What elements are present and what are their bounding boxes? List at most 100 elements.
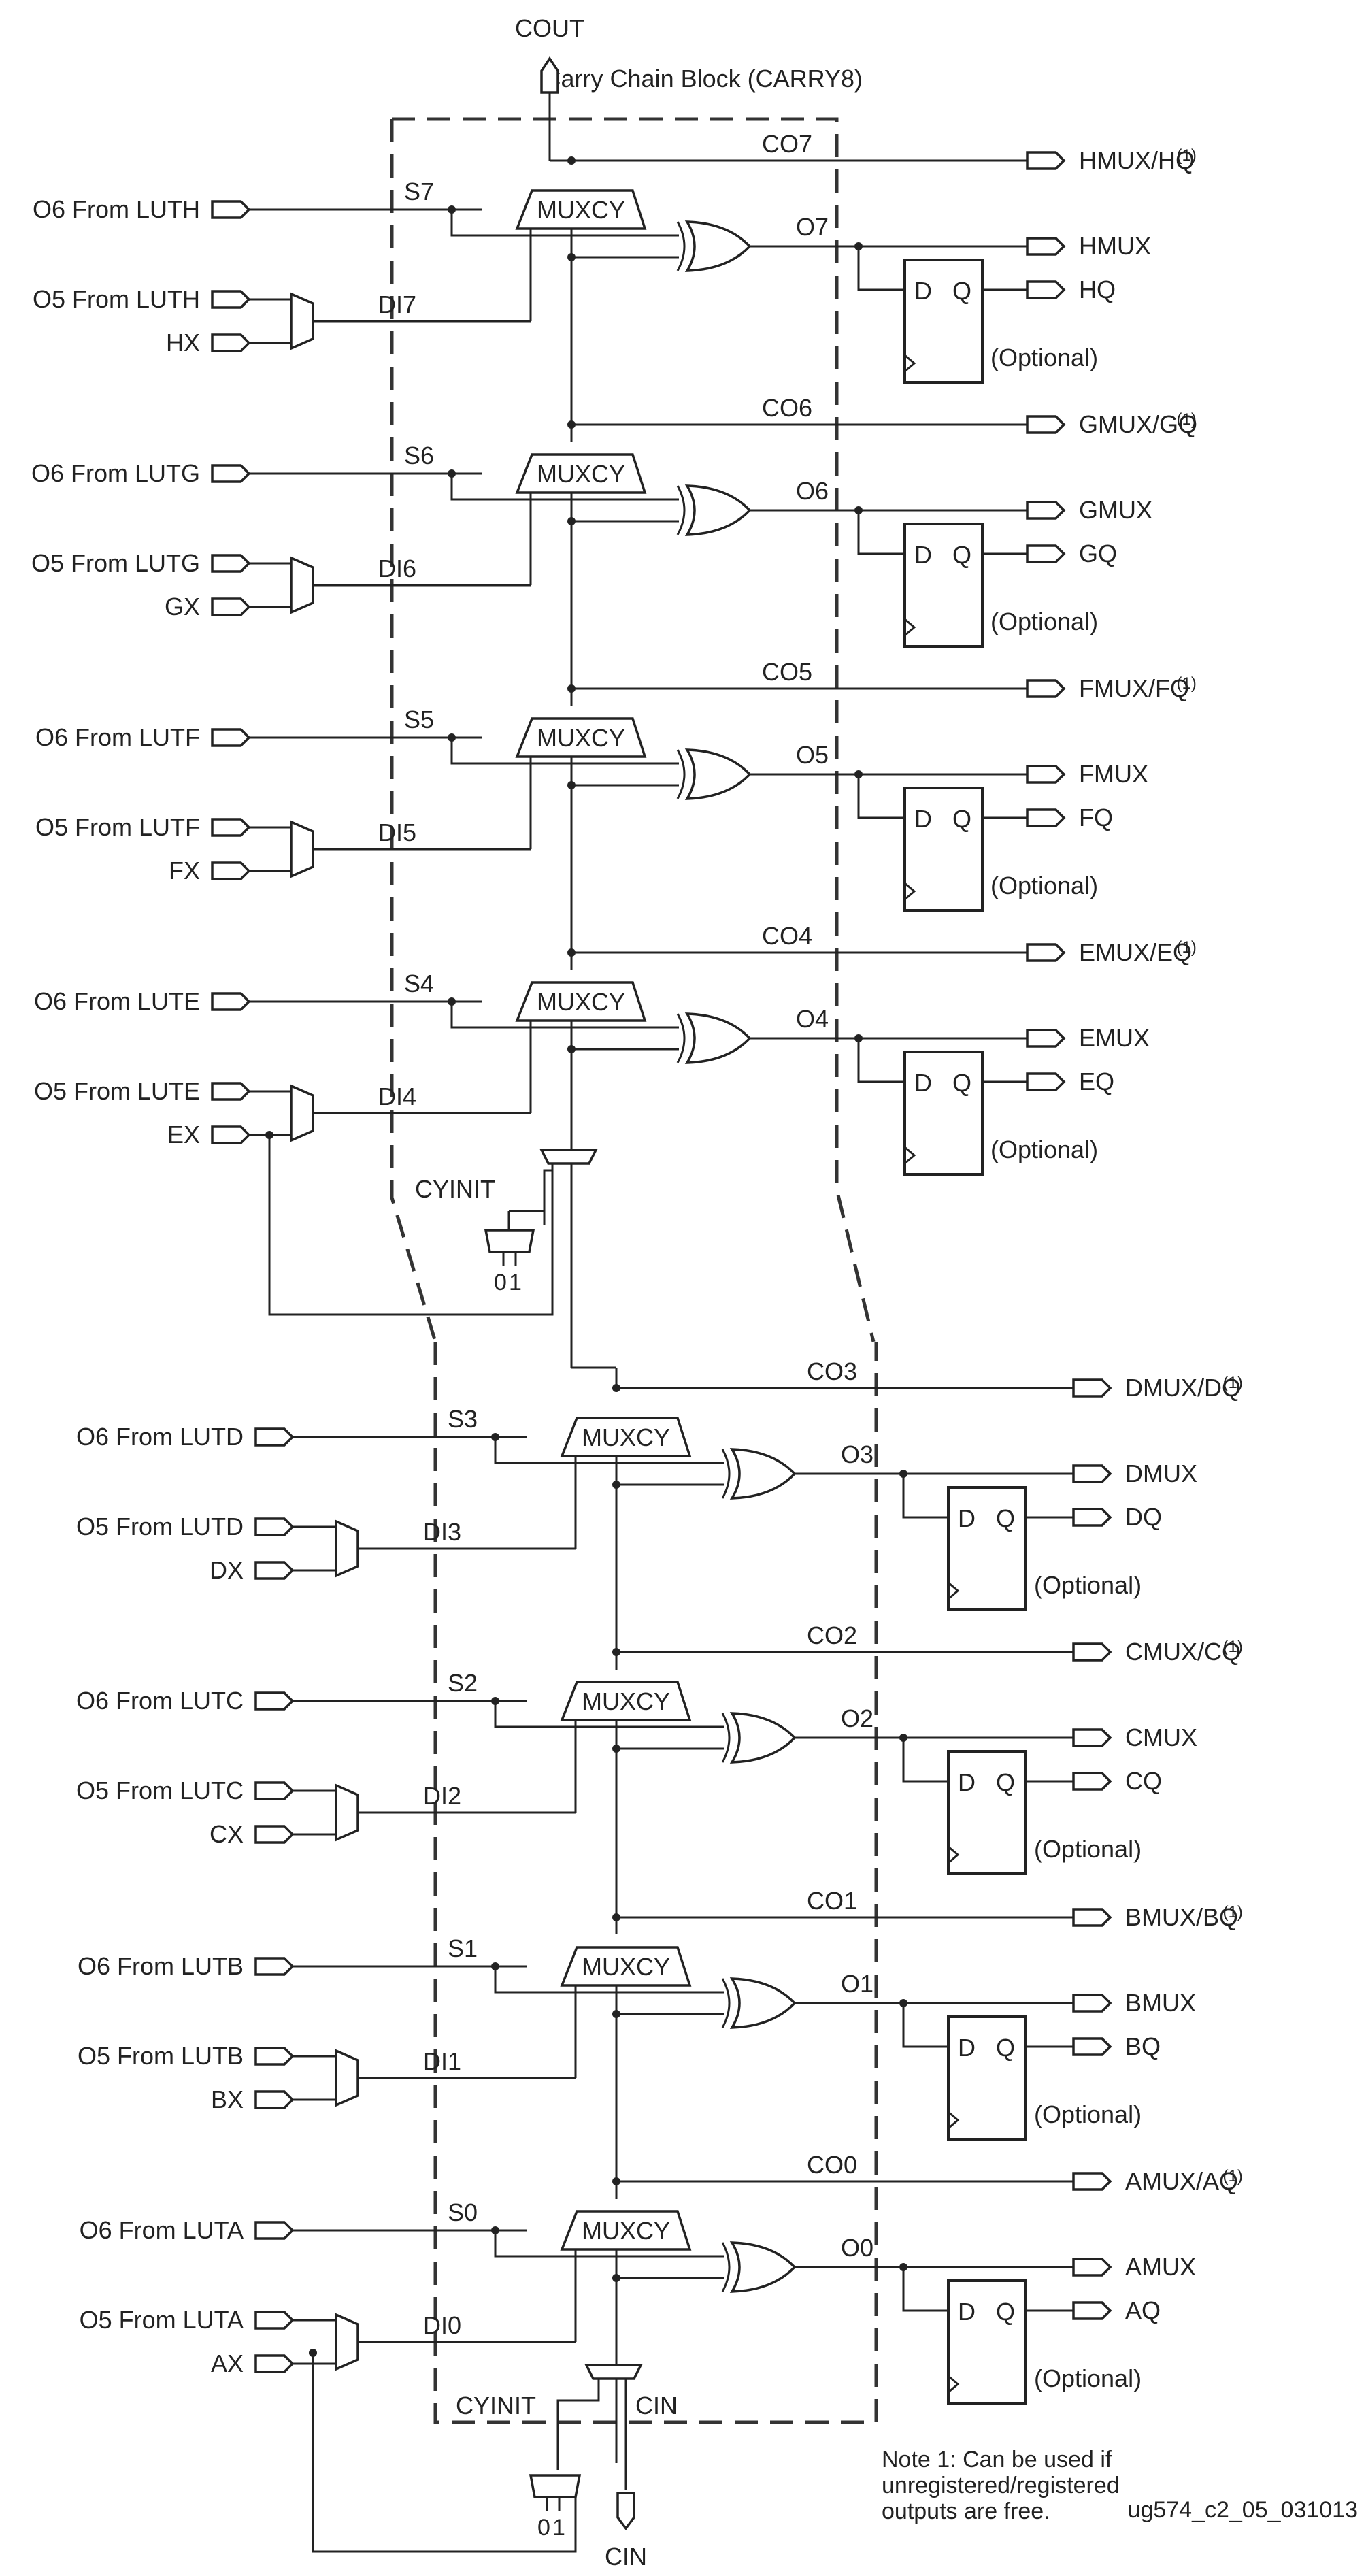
o5-input-port [211,1082,251,1101]
carry-output-port [1026,415,1066,434]
cyinit-const-mux [484,1229,535,1253]
muxcy-block: MUXCY [560,2210,692,2251]
q-output-name: AQ [1125,2296,1161,2324]
sum-to-ff-wire [902,1738,948,1783]
optional-label: (Optional) [1034,1835,1142,1863]
ff-d-label: D [958,1768,976,1796]
optional-label: (Optional) [1034,2364,1142,2392]
muxcy-label: MUXCY [582,1687,670,1715]
footnote-marker: (1) [1223,2167,1243,2185]
mux-output-name: CMUX [1125,1723,1197,1751]
muxcy-body [560,1681,692,1721]
o5-input-label: O5 From LUTB [78,2042,244,2070]
muxcy-label: MUXCY [582,1953,670,1981]
carry-output-name: GMUX/GQ [1079,410,1197,438]
flip-flop-box [903,523,984,648]
di-label: DI7 [378,291,416,318]
const-zero-label: 0 [494,1270,507,1295]
sum-label: O4 [796,1005,829,1033]
footnote-marker: (1) [1177,674,1197,693]
select-to-xor-wire [494,2230,724,2258]
cyinit-lower-const-mux [529,2474,582,2498]
mux-output-port [1026,501,1066,520]
q-output-port [1072,1772,1112,1791]
footnote-marker: (1) [1177,146,1197,165]
sum-label: O5 [796,741,829,769]
x-input-port [254,1561,295,1580]
figure-id: ug574_c2_05_031013 [1128,2497,1358,2523]
clock-triangle-icon [904,882,916,901]
x-input-label: CX [210,1820,244,1848]
note-line-1: Note 1: Can be used if [882,2447,1112,2473]
ff-d-label: D [914,1069,932,1097]
footnote-marker: (1) [1223,1903,1243,1921]
o6-input-port [254,1691,295,1711]
flip-flop-box [947,2279,1027,2405]
di-label: DI6 [378,555,416,582]
muxcy-label: MUXCY [582,1423,670,1451]
xor-body [729,1712,797,1764]
ff-q-label: Q [996,2034,1015,2062]
carry-output-name: EMUX/EQ [1079,938,1192,966]
ff-d-label: D [914,277,932,305]
x-input-label: FX [169,857,200,885]
select-to-xor-wire [450,210,679,237]
carry-output-name: BMUX/BQ [1125,1903,1238,1931]
carry-out-label: CO7 [762,130,812,158]
clock-triangle-icon [904,354,916,373]
xor-body [684,220,752,272]
flip-flop-box [947,1750,1027,1875]
x-input-port [211,861,251,880]
x-input-port [254,1825,295,1844]
carry-output-port [1026,151,1066,170]
muxcy-label: MUXCY [537,988,625,1016]
xor-back-curve [676,1013,686,1063]
xor-gate [676,1012,752,1064]
q-output-port [1026,544,1066,563]
o6-input-label: O6 From LUTH [33,195,200,223]
q-output-name: DQ [1125,1503,1162,1531]
di-select-mux [290,1084,314,1142]
di-label: DI0 [423,2311,461,2339]
ff-q-label: Q [952,1069,971,1097]
xor-back-curve [721,1449,731,1499]
optional-label: (Optional) [990,872,1098,899]
select-label: S6 [404,442,434,469]
cyinit-select-wire [543,1169,552,1225]
q-output-name: EQ [1079,1068,1114,1095]
muxcy-body [560,1417,692,1457]
mux-output-port [1026,765,1066,784]
mux-output-port [1026,237,1066,256]
carry-output-name: FMUX/FQ [1079,674,1189,702]
sum-to-ff-wire [902,2003,948,2048]
ff-d-label: D [914,805,932,833]
carry-out-label: CO4 [762,922,812,950]
o6-input-port [211,992,251,1011]
select-label: S7 [404,178,434,205]
ff-d-label: D [958,2034,976,2062]
q-output-name: CQ [1125,1767,1162,1795]
select-to-xor-wire [494,1437,724,1464]
note-line-3: outputs are free. [882,2498,1050,2524]
di-label: DI2 [423,1782,461,1810]
muxcy-body [560,2210,692,2251]
xor-body [729,2241,797,2293]
carry-output-name: CMUX/CQ [1125,1638,1241,1666]
o6-input-port [211,200,251,219]
carry-output-name: AMUX/AQ [1125,2167,1238,2195]
o6-input-label: O6 From LUTE [34,987,200,1015]
sum-label: O7 [796,213,829,241]
xor-gate [676,220,752,272]
footnote-marker: (1) [1223,1638,1243,1656]
mux-output-name: BMUX [1125,1989,1196,2017]
o5-input-port [211,554,251,573]
select-to-xor-wire [494,1701,724,1728]
optional-label: (Optional) [990,344,1098,371]
o6-input-label: O6 From LUTC [76,1687,244,1715]
muxcy-body [515,981,647,1022]
sum-to-ff-wire [857,510,905,555]
carry-output-port [1072,1908,1112,1927]
q-output-name: FQ [1079,804,1113,831]
carry-output-port [1026,943,1066,962]
